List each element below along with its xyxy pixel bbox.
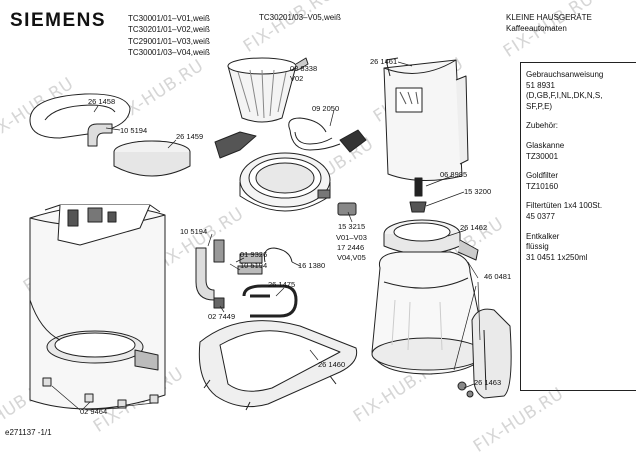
part-label: 10 5194 <box>120 126 148 135</box>
part-label: 46 0481 <box>484 272 512 281</box>
manual-languages: SF,P,E) <box>526 101 553 111</box>
part-label: 26 1475 <box>268 280 296 289</box>
accessory-number: TZ10160 <box>526 181 559 191</box>
carafe-handle-drawing <box>471 308 512 399</box>
part-label: 15 3215 <box>338 222 366 231</box>
accessories-heading: Zubehör: <box>526 121 559 131</box>
screw-drawing <box>457 381 474 398</box>
part-label: 10 5194 <box>180 227 208 236</box>
valve-drawing <box>409 177 427 213</box>
category-subtitle: Kaffeeautomaten <box>506 23 567 33</box>
part-label: 08 8338 <box>290 64 318 73</box>
part-label: 26 1461 <box>370 57 398 66</box>
goldfilter-accessory: Goldfilter TZ10160 <box>526 171 636 192</box>
accessory-name: Goldfilter <box>526 171 559 181</box>
part-label: 01 9326 <box>240 250 268 259</box>
category-title: KLEINE HAUSGERÄTE <box>506 13 592 22</box>
part-label: 02 9464 <box>80 407 108 416</box>
model-variant: TC30201/03–V05,weiß <box>259 13 341 22</box>
document-number: e271137 -1/1 <box>5 428 52 437</box>
part-label: 17 2446 <box>337 243 365 252</box>
part-label: 26 1463 <box>474 378 502 387</box>
part-label: 16 1380 <box>298 261 326 270</box>
part-label: V01–V03 <box>336 233 367 242</box>
heating-element-drawing <box>242 284 298 318</box>
switch-drawing <box>337 202 357 216</box>
part-label: V02 <box>290 74 304 83</box>
model-line: TC30001/01–V01,weiß <box>128 14 210 23</box>
manual-label: Gebrauchsanweisung <box>526 70 604 79</box>
base-plate-drawing <box>198 320 358 411</box>
part-label: 26 1460 <box>318 360 346 369</box>
filter-carrier-drawing <box>214 131 331 212</box>
accessory-name: Glaskanne <box>526 140 565 150</box>
carafe-accessory: Glaskanne TZ30001 <box>526 141 636 162</box>
accessory-number: 31 0451 1x250ml <box>526 252 588 262</box>
part-label: 26 1462 <box>460 223 488 232</box>
water-tank-drawing <box>383 57 469 182</box>
model-line: TC30201/01–V02,weiß <box>128 25 210 35</box>
manual-block: Gebrauchsanweisung 51 8931 (D,GB,F,I,NL,… <box>526 70 636 112</box>
part-label: 06 8985 <box>440 170 468 179</box>
descaler-accessory: Entkalker flüssig 31 0451 1x250ml <box>526 232 636 264</box>
part-label: V04,V05 <box>337 253 366 262</box>
base-housing-drawing <box>29 204 166 410</box>
accessory-name: Entkalker <box>526 231 560 241</box>
model-line: TC29001/01–V03,weiß <box>128 36 210 46</box>
accessory-number: 45 0377 <box>526 211 555 221</box>
brand-logo: SIEMENS <box>10 10 107 31</box>
accessory-name: Filtertüten 1x4 100St. <box>526 201 603 211</box>
model-list: TC30001/01–V01,weiß TC30201/01–V02,weiß … <box>128 13 210 58</box>
filter-holder-drawing <box>227 57 309 123</box>
accessory-number: TZ30001 <box>526 151 559 161</box>
model-line: TC30001/03–V04,weiß <box>128 47 210 57</box>
part-label: 10 5194 <box>240 261 268 270</box>
hotplate-drawing <box>113 140 191 177</box>
mains-cable-drawing <box>288 117 367 153</box>
manual-languages: (D,GB,F,I,NL,DK,N,S, <box>526 91 603 101</box>
category-heading: KLEINE HAUSGERÄTE Kaffeeautomaten <box>506 13 592 34</box>
riser-tube-drawing <box>87 123 113 147</box>
accessory-detail: flüssig <box>526 242 549 252</box>
part-label: 26 1458 <box>88 97 116 106</box>
manual-number: 51 8931 <box>526 80 555 90</box>
part-label: 26 1459 <box>176 132 204 141</box>
leader-lines <box>51 61 481 411</box>
filterbags-accessory: Filtertüten 1x4 100St. 45 0377 <box>526 201 636 222</box>
part-label: 15 3200 <box>464 187 492 196</box>
part-label: 09 2050 <box>312 104 340 113</box>
carafe-lid-drawing <box>383 219 479 261</box>
accessories-panel: Gebrauchsanweisung 51 8931 (D,GB,F,I,NL,… <box>520 62 636 391</box>
clip-drawing <box>213 297 225 309</box>
part-label: 02 7449 <box>208 312 236 321</box>
